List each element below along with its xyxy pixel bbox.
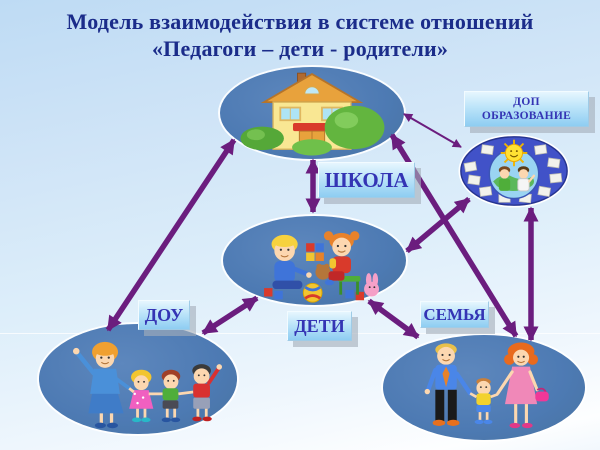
- teacher-with-children-illustration: [73, 341, 223, 429]
- node-school: [220, 67, 404, 159]
- mother: [496, 341, 549, 428]
- arrow-school-dop_education: [403, 113, 462, 148]
- toddler: [469, 377, 499, 424]
- girl-on-chair: [323, 230, 360, 295]
- node-dop-education: [456, 134, 572, 208]
- toy-blocks: [263, 242, 364, 300]
- boy-playing: [271, 234, 312, 289]
- school-building-illustration: [240, 72, 385, 156]
- father: [424, 342, 473, 426]
- title-line-2: «Педагоги – дети - родители»: [151, 36, 449, 62]
- sun-icon: [500, 139, 528, 167]
- label-school: ШКОЛА: [318, 162, 415, 198]
- handbag: [535, 391, 549, 401]
- teacher: [73, 341, 132, 429]
- beach-ball: [302, 282, 322, 303]
- node-dou: [39, 324, 237, 434]
- node-family: [383, 335, 585, 440]
- school-awning: [292, 122, 332, 132]
- slide-title: Модель взаимодействия в системе отношени…: [0, 8, 600, 63]
- children-playing-illustration: [263, 230, 379, 303]
- label-children: ДЕТИ: [287, 311, 352, 341]
- boy-red-sweater: [192, 364, 223, 422]
- node-children: [223, 216, 406, 305]
- label-family: СЕМЬЯ: [420, 301, 489, 328]
- label-dou: ДОУ: [138, 300, 190, 330]
- family-illustration: [424, 341, 549, 428]
- title-line-1: Модель взаимодействия в системе отношени…: [66, 9, 534, 34]
- school-bushes: [240, 105, 385, 156]
- arrow-children-family: [367, 298, 420, 340]
- label-dop-education: ДОП ОБРАЗОВАНИЕ: [464, 91, 589, 127]
- teddy-bear: [314, 263, 330, 280]
- dop-education-illustration: [458, 134, 570, 208]
- boy-green-shirt: [161, 369, 194, 423]
- school-attic-window: [304, 86, 320, 95]
- girl-pink-dress: [128, 369, 163, 423]
- pink-bunny: [363, 272, 379, 297]
